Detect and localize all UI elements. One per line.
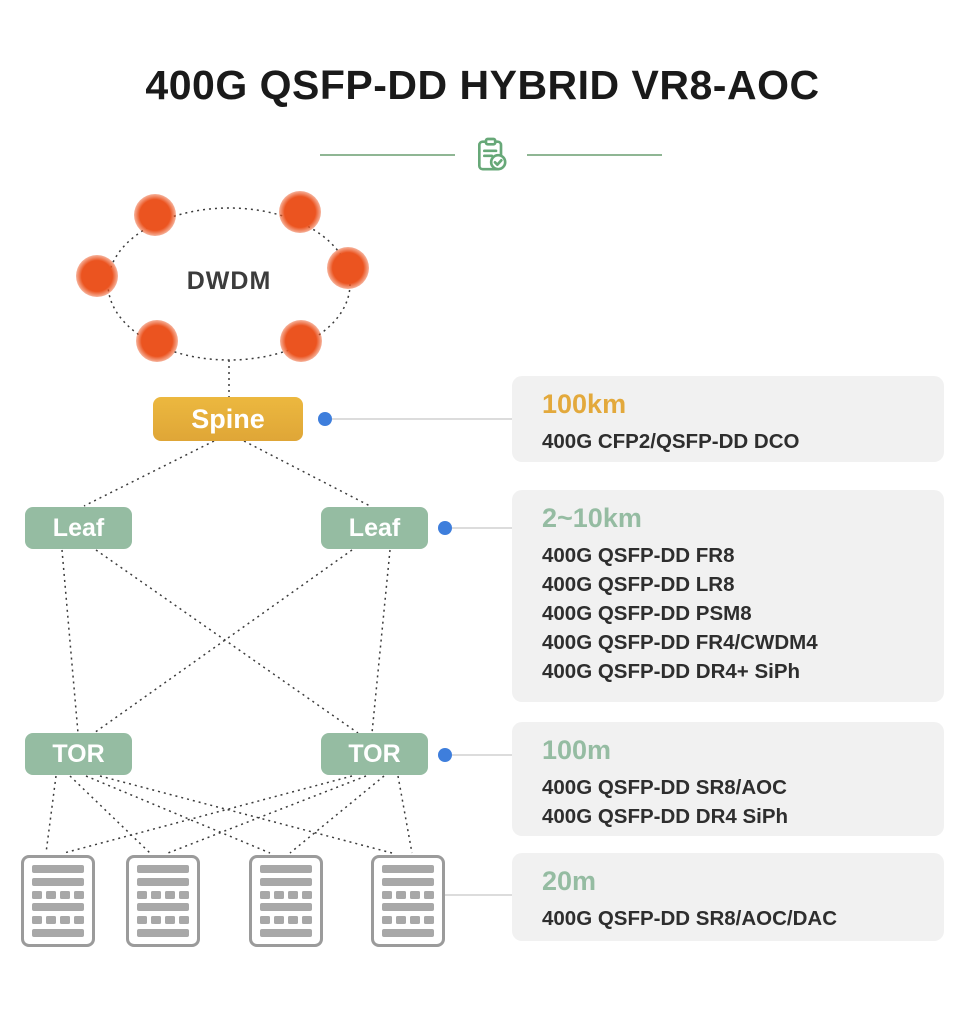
panel-module-line: 400G QSFP-DD FR4/CWDM4 [542,631,818,654]
rack-slat [137,928,189,937]
rack-slat [260,877,312,886]
panel-module-line: 400G QSFP-DD FR8 [542,544,735,567]
rack-slat [260,928,312,937]
rack-slat [32,928,84,937]
dwdm-node-dot [280,320,322,362]
leaf-node-right: Leaf [321,507,428,549]
rack-vent-row [32,916,84,925]
panel-distance: 100km [542,389,627,419]
rack-slat [382,903,434,912]
dwdm-node-dot [279,191,321,233]
panel-module-line: 400G QSFP-DD LR8 [542,573,735,596]
rack-slat [32,877,84,886]
dwdm-node-dot [136,320,178,362]
dwdm-node-dot [134,194,176,236]
connector-dot-leaf [438,521,452,535]
divider-line-left [320,154,455,156]
page-title: 400G QSFP-DD HYBRID VR8-AOC [145,62,820,108]
rack-vent-row [260,916,312,925]
connector-dot-tor [438,748,452,762]
panel-distance: 2~10km [542,503,642,533]
server-rack [126,855,200,947]
rack-vent-row [137,890,189,899]
rack-slat [137,877,189,886]
panel-module-line: 400G QSFP-DD PSM8 [542,602,752,625]
dwdm-node-dot [76,255,118,297]
tor-node-left: TOR [25,733,132,775]
panel-distance: 100m [542,735,612,765]
rack-slat [32,865,84,873]
rack-vent-row [260,890,312,899]
panel-module-line: 400G QSFP-DD SR8/AOC [542,776,787,799]
spine-node: Spine [153,397,303,441]
server-rack [371,855,445,947]
rack-slat [260,903,312,912]
rack-vent-row [32,890,84,899]
leaf-node-left: Leaf [25,507,132,549]
divider-line-right [527,154,662,156]
panel-module-line: 400G QSFP-DD SR8/AOC/DAC [542,907,838,930]
title-divider [320,134,662,176]
panel-leader-lines [332,418,512,896]
rack-slat [382,877,434,886]
server-rack [21,855,95,947]
dwdm-label: DWDM [186,267,272,295]
panel-2-10km: 2~10km 400G QSFP-DD FR8 400G QSFP-DD LR8… [512,490,944,702]
rack-vent-row [137,916,189,925]
rack-slat [32,903,84,912]
panel-distance: 20m [542,866,597,896]
rack-slat [137,903,189,912]
rack-vent-row [382,916,434,925]
dwdm-node-dot [327,247,369,289]
panel-20m: 20m 400G QSFP-DD SR8/AOC/DAC [512,853,944,941]
rack-slat [382,928,434,937]
rack-slat [382,865,434,873]
clipboard-check-icon [471,135,511,175]
rack-vent-row [382,890,434,899]
server-rack [249,855,323,947]
panel-module-line: 400G QSFP-DD DR4+ SiPh [542,660,801,683]
panel-100m: 100m 400G QSFP-DD SR8/AOC 400G QSFP-DD D… [512,722,944,836]
panel-module-line: 400G QSFP-DD DR4 SiPh [542,805,789,828]
rack-slat [260,865,312,873]
rack-slat [137,865,189,873]
panel-100km: 100km 400G CFP2/QSFP-DD DCO [512,376,944,462]
tor-node-right: TOR [321,733,428,775]
connector-dot-spine [318,412,332,426]
panel-module-line: 400G CFP2/QSFP-DD DCO [542,430,800,453]
